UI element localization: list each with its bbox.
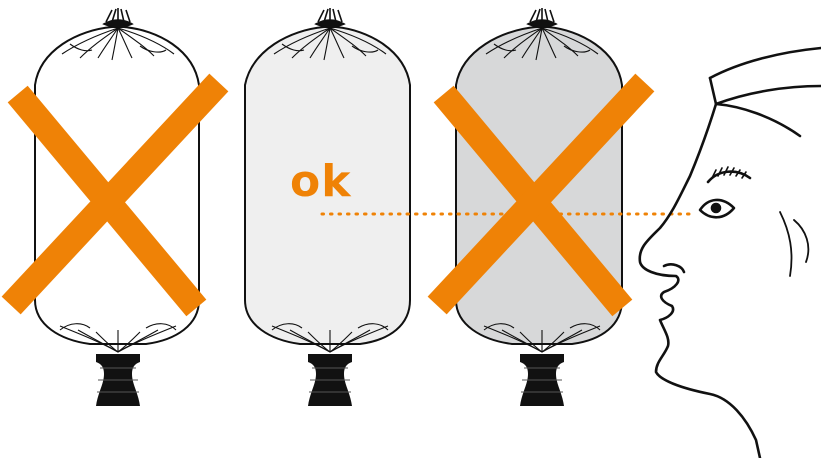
bag-2	[245, 8, 410, 406]
face-profile-icon	[640, 48, 821, 458]
bag-3-top-knot	[528, 8, 556, 27]
ok-label: ok	[290, 160, 352, 204]
bag-2-top-knot	[316, 8, 344, 27]
bag-1-top-knot	[104, 8, 132, 27]
